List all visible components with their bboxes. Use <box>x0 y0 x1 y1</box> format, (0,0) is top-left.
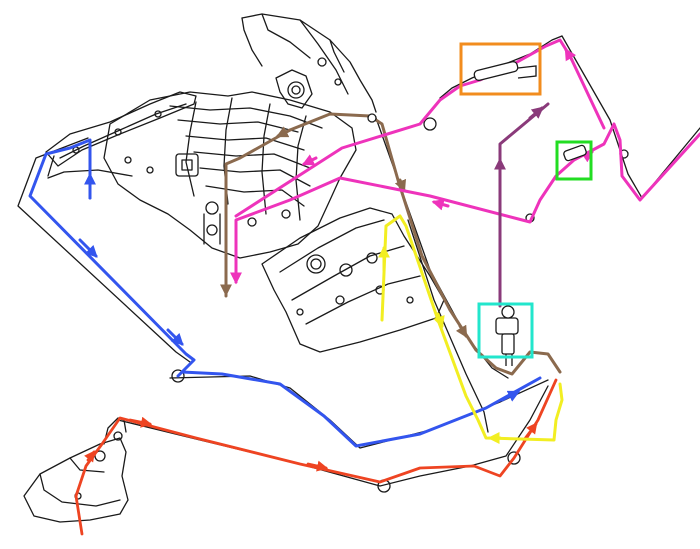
fuel-filter-fitting <box>473 61 537 81</box>
upper-left-fitting <box>423 117 437 131</box>
brown-flow-path <box>220 112 562 376</box>
red-flow-path <box>74 378 558 536</box>
teal-highlight-box <box>477 302 534 359</box>
fuel-tank <box>23 417 129 523</box>
flow-paths <box>28 38 700 536</box>
lower-tank-fitting <box>113 431 123 441</box>
air-intake-duct <box>241 13 377 113</box>
blue-hose-fitting <box>171 369 185 383</box>
evap-canister-valve <box>495 305 519 366</box>
orange-highlight-box <box>459 42 542 96</box>
green-highlight-box <box>555 140 593 181</box>
yellow-flow-path <box>378 214 564 444</box>
line-art <box>17 13 700 523</box>
vacuum-connector <box>367 113 377 123</box>
right-edge-line <box>561 35 700 199</box>
highlight-boxes <box>459 42 593 359</box>
lower-right-connector <box>507 451 521 465</box>
yellow-hose-outline <box>407 219 489 433</box>
purple-flow-path <box>494 102 550 308</box>
valve-cover <box>261 207 445 353</box>
left-cylinder-head <box>45 91 197 179</box>
inline-check-valve <box>563 144 587 162</box>
intake-manifold <box>103 91 357 259</box>
inline-components <box>367 61 587 366</box>
